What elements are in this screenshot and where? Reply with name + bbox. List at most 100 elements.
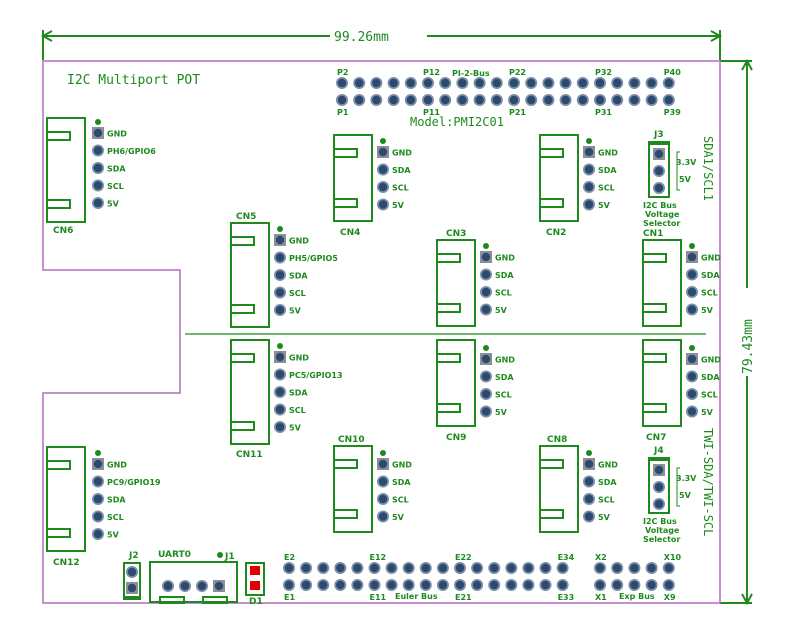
pad [584, 512, 594, 521]
pin1-marker [380, 138, 386, 144]
connector-latch [333, 459, 358, 469]
pin-label: SDA [701, 373, 720, 382]
pad [561, 78, 570, 88]
pin-number-label: P12 [423, 68, 440, 77]
pad [527, 95, 536, 105]
pad [595, 95, 605, 105]
pad [492, 78, 501, 88]
pad [613, 78, 622, 88]
pad [475, 95, 484, 105]
pad [441, 78, 450, 88]
selector-caption: Selector [643, 535, 680, 544]
jumper-j2: J2 [123, 551, 141, 600]
pin-label: 5V [392, 513, 405, 522]
jumper-bar [649, 141, 669, 145]
pin-label: 5V [701, 306, 714, 315]
pin-label: GND [289, 237, 309, 246]
pad [93, 146, 103, 155]
pin1-marker [483, 345, 489, 351]
bracket [676, 172, 680, 191]
voltage-option: 3.3V [676, 158, 697, 167]
pad [687, 287, 697, 297]
pad [214, 581, 224, 591]
pad [378, 182, 388, 192]
pad [336, 580, 345, 590]
pad [355, 78, 364, 88]
uart-label: UART0 [158, 550, 191, 560]
pad [687, 305, 697, 314]
connector-latch [642, 403, 667, 413]
pin-number-label: E2 [284, 553, 295, 562]
pin-label: 5V [701, 408, 714, 417]
pad [509, 78, 519, 88]
pad [421, 563, 430, 573]
pin-label: 5V [107, 200, 120, 209]
pad [197, 581, 207, 591]
pin-label: SCL [289, 289, 306, 298]
pad [180, 581, 190, 591]
side-label-sda1-scl1: SDA1/SCL1 [701, 136, 715, 201]
bus-name: PI-2-Bus [452, 69, 490, 78]
side-label-twi: TWI-SDA/TWI-SCL [701, 428, 715, 536]
connector-latch [46, 131, 71, 141]
connector-housing [46, 446, 86, 552]
pad [578, 95, 587, 105]
connector-housing [436, 239, 476, 327]
pin1-marker [689, 243, 695, 249]
pad [370, 580, 379, 590]
connector-latch [436, 303, 461, 313]
pin-label: SDA [289, 272, 308, 281]
pin-number-label: P11 [423, 108, 440, 117]
pin-number-label: P39 [664, 108, 681, 117]
pin-label: 5V [289, 307, 302, 316]
pad [613, 95, 622, 105]
pad [421, 580, 430, 590]
pin-label: PC5/GPIO13 [289, 371, 343, 380]
pad [458, 78, 467, 88]
pad [584, 147, 594, 157]
pad [275, 352, 285, 362]
pad [595, 580, 605, 590]
pad [275, 288, 285, 297]
pad [472, 580, 482, 590]
pin1-marker [277, 343, 283, 349]
pin-number-label: P22 [509, 68, 526, 77]
pin-number-label: P21 [509, 108, 526, 117]
pin-label: SDA [701, 271, 720, 280]
jumper-label: J3 [653, 130, 664, 140]
pad [613, 563, 622, 573]
pad [404, 563, 413, 573]
pad [93, 163, 103, 173]
led-label: D1 [249, 597, 263, 607]
pin-label: GND [107, 130, 127, 139]
pad [284, 580, 294, 590]
pad [647, 580, 656, 590]
pin-label: SDA [495, 373, 514, 382]
pad [584, 165, 594, 174]
pin-label: 5V [598, 513, 611, 522]
connector-latch [46, 460, 71, 470]
pin-number-label: P32 [595, 68, 612, 77]
pad [475, 78, 484, 88]
pad [481, 252, 491, 262]
pad [378, 165, 388, 174]
connector-housing [333, 445, 373, 533]
pad [353, 580, 362, 590]
pad [481, 407, 491, 416]
pad [595, 78, 605, 88]
pad [509, 95, 519, 105]
pad [337, 78, 347, 88]
connector-latch [539, 509, 564, 519]
pad [687, 407, 697, 416]
pad [319, 563, 328, 573]
pin-label: PH5/GPIO5 [289, 254, 338, 263]
pin-label: 5V [107, 531, 120, 540]
pad [275, 235, 285, 245]
pin1-marker [586, 450, 592, 456]
connector-latch [333, 509, 358, 519]
pin1-marker [483, 243, 489, 249]
pad [275, 405, 285, 414]
